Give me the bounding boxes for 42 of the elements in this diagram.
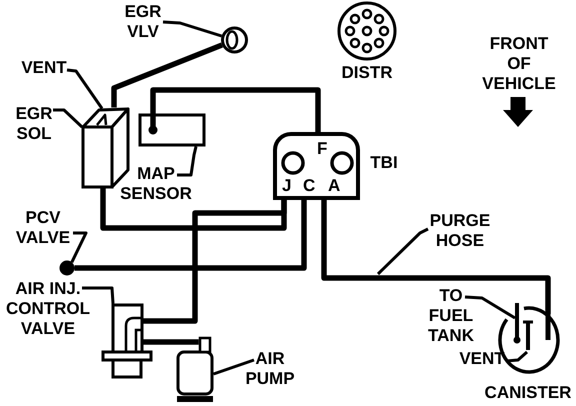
leader-line — [464, 296, 516, 320]
part-label: MAP SENSOR — [120, 164, 192, 204]
leader-line — [66, 68, 104, 110]
leader-line — [177, 146, 198, 176]
port-label: C — [303, 176, 316, 196]
solenoid-drawing — [82, 108, 130, 188]
leader-line — [506, 350, 528, 362]
hose-line — [74, 200, 307, 271]
hose-line — [111, 42, 224, 108]
part-label: PURGE HOSE — [429, 211, 491, 251]
part-label: PCV VALVE — [15, 208, 71, 248]
port-label: J — [282, 176, 292, 196]
pump-drawing — [176, 336, 214, 402]
part-label: VENT — [20, 58, 68, 78]
leader-line — [213, 358, 254, 376]
valve-dot — [60, 260, 74, 276]
sensor-box — [138, 114, 206, 146]
hose-line — [144, 200, 287, 324]
valve-symbol — [221, 26, 248, 54]
throttle-body-box — [273, 132, 360, 200]
part-label: TO FUEL TANK — [428, 286, 474, 346]
valve-drawing — [102, 304, 152, 378]
distributor-drawing — [338, 2, 396, 60]
part-label: CANISTER — [484, 383, 572, 403]
leader-line — [82, 286, 114, 304]
note-label: FRONT OF VEHICLE — [482, 34, 556, 94]
port-label: A — [328, 176, 340, 196]
part-label: VENT — [458, 349, 506, 369]
part-label: EGR SOL — [15, 104, 53, 144]
part-label: EGR VLV — [124, 2, 162, 42]
hose-line — [150, 87, 321, 132]
hose-line — [100, 188, 287, 231]
leader-line — [53, 108, 84, 128]
part-label: AIR INJ. CONTROL VALVE — [5, 279, 91, 339]
part-label: TBI — [370, 153, 398, 173]
hose-line — [144, 339, 199, 345]
part-label: DISTR — [341, 63, 393, 83]
part-label: AIR PUMP — [244, 349, 296, 389]
leader-line — [70, 232, 88, 263]
port-label: F — [317, 139, 328, 159]
leader-line — [376, 228, 429, 276]
leader-line — [162, 20, 222, 38]
